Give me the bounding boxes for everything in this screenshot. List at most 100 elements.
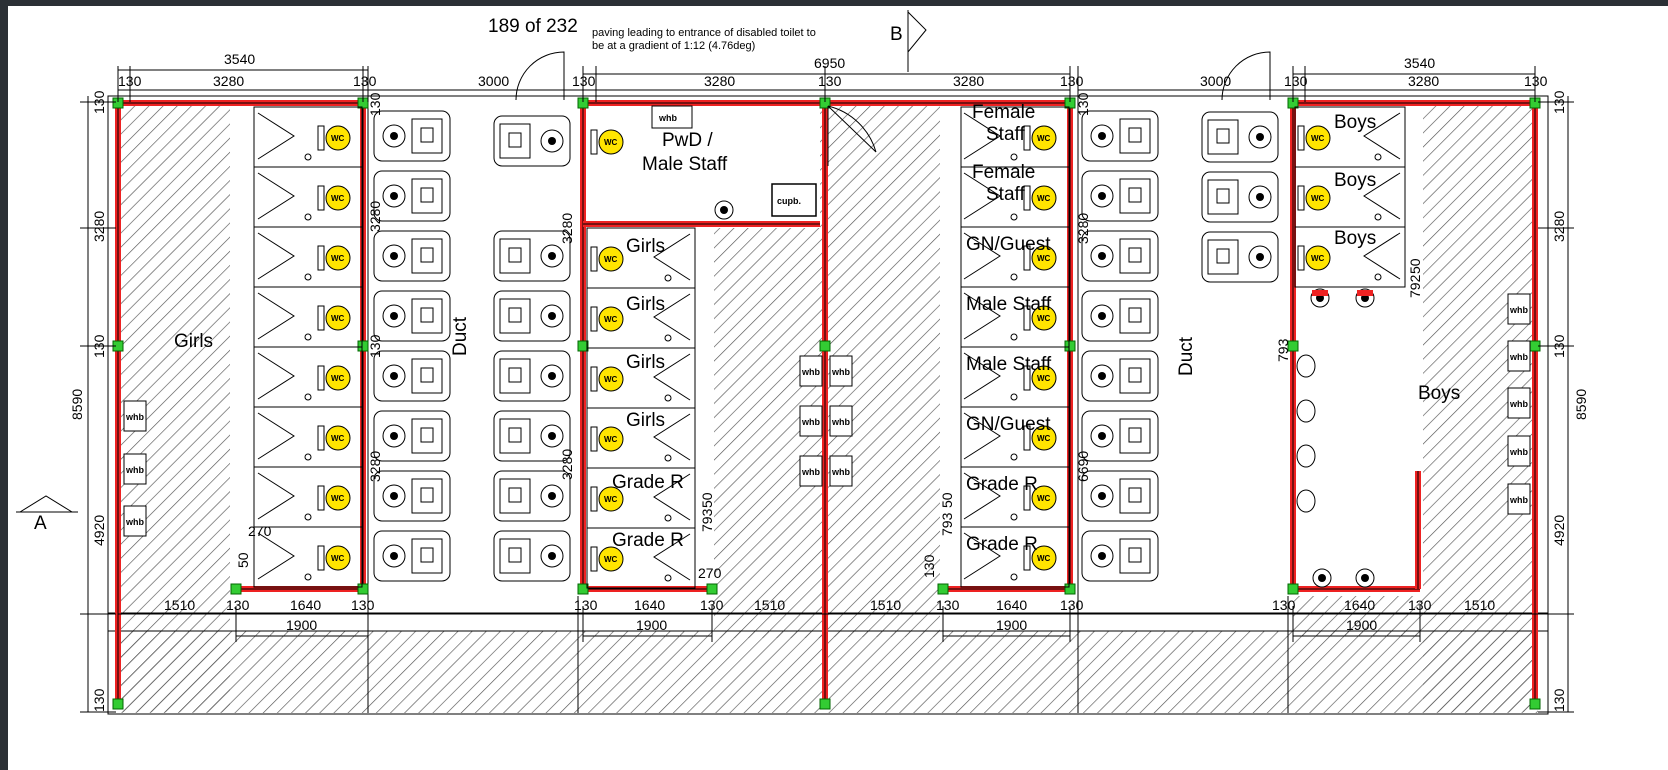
wc-label: WC [1311,134,1325,143]
door-swing [963,532,1001,580]
duct-fan [1090,304,1114,328]
whb-center-left [799,355,823,387]
duct-box-inner [1216,248,1230,264]
urinal [1296,444,1316,468]
dim-left: 4920 [91,515,107,546]
wc-cistern [590,306,598,332]
door-lock [1010,333,1018,341]
wc-cistern [1023,425,1031,451]
wall-junction [1064,583,1076,595]
floor-drain-hub [1361,574,1369,582]
wc-pan [325,485,351,511]
wc-cistern [1023,485,1031,511]
duct-fan [1090,124,1114,148]
wc-label: WC [1037,374,1051,383]
wall-junction [819,340,831,352]
duct-box [1207,119,1239,155]
wc-pan [598,306,624,332]
door-lock [664,274,672,282]
duct-box [1119,238,1151,274]
duct-box-inner [1128,247,1142,263]
urinal-strip [1357,290,1373,296]
duct-box-inner [508,367,522,383]
whb-label: whb [1509,447,1528,457]
dim-bottom: 130 [1060,597,1084,613]
duct-unit [1201,231,1279,283]
duct-fan-hub [390,192,398,200]
dim-bottom: 130 [226,597,250,613]
wc-pan [1031,185,1057,211]
center-cubicle [586,527,696,589]
dim-top: 3280 [213,73,244,89]
dim-top: 130 [1524,73,1548,89]
dim-bottom: 1510 [164,597,195,613]
wc-cistern [317,125,325,151]
door-lock [1010,153,1018,161]
duct-fan [1090,544,1114,568]
cubicle-label-right: Male Staff [966,354,1052,375]
duct-box [499,478,531,514]
dim-right: 8590 [1573,389,1589,420]
door-swing [257,412,295,460]
dim-top: 130 [1284,73,1308,89]
duct-box [411,538,443,574]
wc-cistern [317,185,325,211]
duct-fan-hub [390,252,398,260]
door-lock [1374,213,1382,221]
duct-fan-hub [548,492,556,500]
duct-fan-hub [548,372,556,380]
door-swing [257,292,295,340]
wc-cistern [1023,125,1031,151]
wc-label: WC [1037,134,1051,143]
duct-fan [382,544,406,568]
wc-pan [325,545,351,571]
wc-label: WC [331,554,345,563]
dim-left: 130 [91,688,107,712]
dim-inner: 270 [698,565,722,581]
wc-label: WC [1037,434,1051,443]
wc-label: WC [1311,194,1325,203]
duct-box-inner [1216,188,1230,204]
cubicle-label-center: Girls [626,294,665,315]
duct-box [411,358,443,394]
whb-boys [1507,293,1531,325]
wall-junction [706,583,718,595]
duct-box [1119,478,1151,514]
wc-label: WC [604,255,618,264]
duct-fan [540,129,564,153]
wall-junction [1287,340,1299,352]
door-lock [1010,393,1018,401]
duct-box [499,123,531,159]
wc-label: WC [1037,554,1051,563]
dim-top: 130 [353,73,377,89]
duct-box [411,418,443,454]
duct-box [1207,179,1239,215]
cubicle-label-boys: Boys [1334,228,1376,249]
door-swing [653,473,691,521]
duct-fan-hub [1098,132,1106,140]
dim-bottom: 130 [574,597,598,613]
dim-bottom: 1510 [870,597,901,613]
duct-fan-hub [548,252,556,260]
duct-fan [1248,185,1272,209]
duct-box [1119,178,1151,214]
dim-overall-left: 3540 [224,51,255,67]
wall-junction [1287,583,1299,595]
cubicle-label-right: Grade R [966,474,1038,495]
section-marker-b: B [890,10,927,72]
door-swing [257,472,295,520]
wc-pan [1031,305,1057,331]
door-swing [1363,172,1401,220]
duct-fan-hub [1256,193,1264,201]
wc-pan [1031,485,1057,511]
urinal [1296,354,1316,378]
wc-cistern [1023,185,1031,211]
duct-box-inner [508,487,522,503]
wc-label: WC [331,314,345,323]
wc-cistern [317,245,325,271]
whb-boys [1507,435,1531,467]
duct-fan-hub [548,552,556,560]
cubicle-label-right: Female [972,162,1035,183]
